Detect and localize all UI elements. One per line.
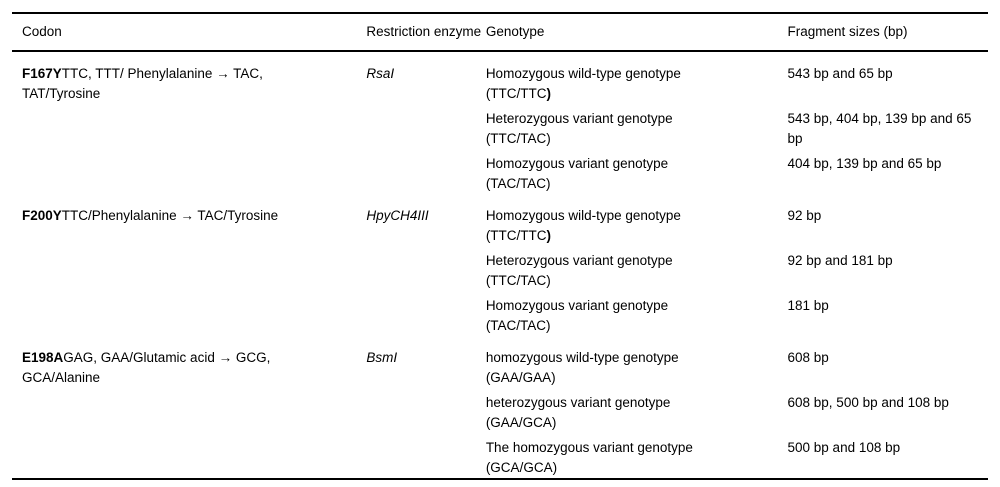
table-header-row: Codon Restriction enzyme Genotype Fragme…: [12, 12, 988, 52]
genotype-alleles-close-paren: ): [546, 228, 552, 243]
column-header-genotype: Genotype: [485, 12, 788, 52]
cell-genotype: Homozygous wild-type genotype (TTC/TTC) …: [486, 194, 788, 336]
genotype-alleles: (GAA/GCA): [486, 413, 788, 433]
fragment-item: 608 bp, 500 bp and 108 bp: [787, 395, 949, 410]
restriction-enzyme-name: RsaI: [366, 66, 395, 81]
genotype-alleles: (TTC/TAC): [486, 271, 788, 291]
genotype-alleles-close-paren: ): [546, 86, 552, 101]
fragment-item: 500 bp and 108 bp: [787, 440, 901, 455]
genotype-alleles: (TAC/TAC): [486, 316, 788, 336]
genotype-label: homozygous wild-type genotype: [485, 350, 679, 365]
fragment-list: 543 bp and 65 bp 543 bp, 404 bp, 139 bp …: [788, 64, 988, 194]
fragment-item: 92 bp: [787, 208, 822, 223]
genotype-alleles-text: (TTC/TTC: [485, 228, 547, 243]
genotype-item: The homozygous variant genotype (GCA/GCA…: [486, 438, 788, 478]
genotype-label: Homozygous wild-type genotype: [485, 208, 681, 223]
cell-genotype: homozygous wild-type genotype (GAA/GAA) …: [486, 336, 788, 479]
genotype-alleles-text: (GAA/GAA): [485, 370, 556, 385]
cell-codon: F167YTTC, TTT/ Phenylalanine → TAC, TAT/…: [12, 51, 366, 194]
genotype-alleles-text: (TAC/TAC): [485, 318, 551, 333]
table-row: E198AGAG, GAA/Glutamic acid → GCG, GCA/A…: [12, 336, 988, 479]
codon-text: E198AGAG, GAA/Glutamic acid → GCG, GCA/A…: [22, 348, 342, 388]
codon-mutation-code: F167Y: [22, 66, 62, 81]
cell-codon: F200YTTC/Phenylalanine → TAC/Tyrosine: [12, 194, 366, 336]
genotype-alleles: (TTC/TTC): [486, 226, 788, 246]
genotype-item: Homozygous wild-type genotype (TTC/TTC): [486, 206, 788, 246]
genotype-alleles-text: (TTC/TAC): [485, 273, 551, 288]
genotype-item: heterozygous variant genotype (GAA/GCA): [486, 393, 788, 433]
table-row: F200YTTC/Phenylalanine → TAC/Tyrosine Hp…: [12, 194, 988, 336]
cell-restriction-enzyme: RsaI: [366, 51, 485, 194]
cell-fragment-sizes: 543 bp and 65 bp 543 bp, 404 bp, 139 bp …: [788, 51, 988, 194]
genotype-label: Homozygous variant genotype: [485, 298, 669, 313]
genotype-item: Homozygous variant genotype (TAC/TAC): [486, 296, 788, 336]
restriction-enzyme-name: HpyCH4III: [366, 208, 429, 223]
restriction-enzyme-name: BsmI: [366, 350, 398, 365]
genotype-alleles-text: (TAC/TAC): [485, 176, 551, 191]
genotype-item: Heterozygous variant genotype (TTC/TAC): [486, 109, 788, 149]
cell-fragment-sizes: 608 bp 608 bp, 500 bp and 108 bp 500 bp …: [788, 336, 988, 479]
fragment-item: 92 bp and 181 bp: [787, 253, 893, 268]
genotype-item: Homozygous variant genotype (TAC/TAC): [486, 154, 788, 194]
fragment-item: 543 bp, 404 bp, 139 bp and 65 bp: [787, 111, 972, 146]
cell-restriction-enzyme: HpyCH4III: [366, 194, 485, 336]
codon-mutation-code: E198A: [22, 350, 64, 365]
cell-fragment-sizes: 92 bp 92 bp and 181 bp 181 bp: [788, 194, 988, 336]
table-row: F167YTTC, TTT/ Phenylalanine → TAC, TAT/…: [12, 51, 988, 194]
fragment-item: 543 bp and 65 bp: [787, 66, 893, 81]
genotype-label: heterozygous variant genotype: [485, 395, 671, 410]
genotype-alleles: (TAC/TAC): [486, 174, 788, 194]
cell-codon: E198AGAG, GAA/Glutamic acid → GCG, GCA/A…: [12, 336, 366, 479]
fragment-list: 92 bp 92 bp and 181 bp 181 bp: [788, 206, 988, 336]
genotype-alleles: (TTC/TAC): [486, 129, 788, 149]
genotype-alleles: (TTC/TTC): [486, 84, 788, 104]
column-header-fragment-sizes: Fragment sizes (bp): [787, 12, 988, 52]
genotype-alleles-text: (TTC/TAC): [485, 131, 551, 146]
genotype-label: Homozygous variant genotype: [485, 156, 669, 171]
genotype-list: homozygous wild-type genotype (GAA/GAA) …: [486, 348, 788, 478]
genotype-item: homozygous wild-type genotype (GAA/GAA): [486, 348, 788, 388]
table-header: Codon Restriction enzyme Genotype Fragme…: [12, 12, 988, 52]
codon-text: F167YTTC, TTT/ Phenylalanine → TAC, TAT/…: [22, 64, 342, 104]
genotype-alleles-text: (TTC/TTC: [485, 86, 547, 101]
fragment-item: 608 bp: [787, 350, 829, 365]
table-body: F167YTTC, TTT/ Phenylalanine → TAC, TAT/…: [12, 51, 988, 479]
codon-text: F200YTTC/Phenylalanine → TAC/Tyrosine: [22, 206, 342, 226]
genotype-label: Heterozygous variant genotype: [485, 111, 673, 126]
column-header-codon: Codon: [12, 12, 367, 52]
genotype-item: Heterozygous variant genotype (TTC/TAC): [486, 251, 788, 291]
genotype-label: Heterozygous variant genotype: [485, 253, 673, 268]
genotype-list: Homozygous wild-type genotype (TTC/TTC) …: [486, 64, 788, 194]
codon-mutation-code: F200Y: [22, 208, 62, 223]
genotype-label: Homozygous wild-type genotype: [485, 66, 681, 81]
codon-description: GAG, GAA/Glutamic acid → GCG, GCA/Alanin…: [22, 350, 271, 385]
column-header-restriction-enzyme: Restriction enzyme: [366, 12, 486, 52]
genotype-alleles-text: (GAA/GCA): [485, 415, 557, 430]
genotype-alleles-text: (GCA/GCA): [485, 460, 558, 475]
genotype-list: Homozygous wild-type genotype (TTC/TTC) …: [486, 206, 788, 336]
genotype-alleles: (GCA/GCA): [486, 458, 788, 478]
genotype-alleles: (GAA/GAA): [486, 368, 788, 388]
restriction-enzyme-table: Codon Restriction enzyme Genotype Fragme…: [12, 12, 988, 480]
codon-description: TTC/Phenylalanine → TAC/Tyrosine: [61, 208, 279, 223]
genotype-item: Homozygous wild-type genotype (TTC/TTC): [486, 64, 788, 104]
fragment-item: 181 bp: [787, 298, 829, 313]
fragment-item: 404 bp, 139 bp and 65 bp: [787, 156, 942, 171]
genotype-label: The homozygous variant genotype: [485, 440, 693, 455]
codon-description: TTC, TTT/ Phenylalanine → TAC, TAT/Tyros…: [22, 66, 263, 101]
cell-genotype: Homozygous wild-type genotype (TTC/TTC) …: [486, 51, 788, 194]
fragment-list: 608 bp 608 bp, 500 bp and 108 bp 500 bp …: [788, 348, 988, 478]
cell-restriction-enzyme: BsmI: [366, 336, 485, 479]
